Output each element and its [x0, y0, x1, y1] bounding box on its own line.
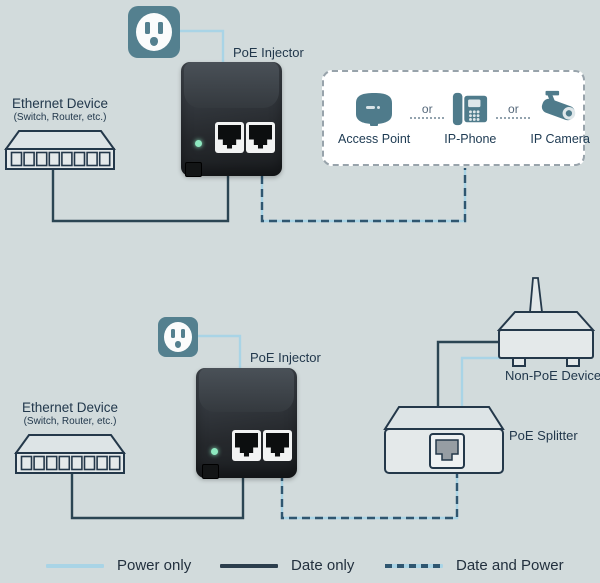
- status-led: [211, 448, 218, 455]
- ip-camera-icon: [542, 90, 576, 121]
- poe-injector-device: [196, 368, 297, 479]
- non-poe-device-icon: [497, 277, 595, 367]
- switch-icon: [14, 434, 126, 474]
- ip-camera-item: IP Camera: [530, 90, 590, 146]
- ethernet-device-title: Ethernet Device: [21, 400, 119, 415]
- access-point-item: Access Point: [338, 90, 410, 146]
- legend-data-only: Date only: [220, 557, 354, 574]
- outlet-slot: [181, 329, 185, 338]
- or-separator: or: [496, 101, 531, 119]
- ethernet-device-subtitle: (Switch, Router, etc.): [13, 112, 107, 123]
- access-point-label: Access Point: [338, 132, 411, 146]
- or-separator: or: [410, 101, 445, 119]
- rj45-port: [246, 122, 275, 153]
- ip-camera-label: IP Camera: [530, 132, 590, 146]
- switch-icon: [4, 130, 116, 170]
- outlet-slot: [145, 22, 150, 34]
- powered-devices-box: Access Point or IP-Phone or: [322, 70, 590, 166]
- access-point-icon: [356, 93, 393, 126]
- legend-data-power-label: Date and Power: [456, 557, 564, 574]
- dotted-divider: [496, 116, 531, 119]
- rj45-jack: [266, 433, 289, 457]
- top-data-power-line: [260, 163, 467, 223]
- top-power-line: [180, 29, 225, 64]
- poe-injector-label: PoE Injector: [233, 45, 304, 60]
- poe-injector-device: [181, 62, 282, 177]
- power-line-sample: [46, 563, 104, 568]
- legend-power-label: Power only: [117, 557, 192, 574]
- ip-phone-icon: [453, 92, 488, 126]
- rj45-port: [232, 430, 261, 461]
- or-text: or: [421, 101, 433, 116]
- ethernet-device-title: Ethernet Device: [11, 96, 109, 111]
- poe-splitter-label: PoE Splitter: [509, 428, 578, 443]
- poe-injector-label: PoE Injector: [250, 350, 321, 365]
- ip-phone-label: IP-Phone: [444, 132, 497, 146]
- ethernet-device-top: Ethernet Device (Switch, Router, etc.): [4, 96, 116, 171]
- outlet-ground-hole: [175, 341, 181, 348]
- power-outlet-icon: [128, 6, 180, 58]
- or-text: or: [508, 101, 519, 116]
- outlet-slot: [171, 329, 175, 338]
- power-outlet-icon: [158, 317, 198, 357]
- dotted-divider: [410, 116, 445, 119]
- top-data-power-line-base: [260, 163, 467, 223]
- top-data-line: [51, 165, 230, 223]
- ethernet-device-subtitle: (Switch, Router, etc.): [23, 416, 117, 427]
- rj45-jack: [218, 125, 241, 149]
- splitter-data-line: [436, 340, 512, 413]
- data-line-sample: [220, 563, 278, 568]
- rj45-port: [263, 430, 292, 461]
- dc-connector: [185, 162, 202, 177]
- ip-phone-item: IP-Phone: [444, 90, 496, 146]
- splitter-power-line: [460, 356, 512, 416]
- outlet-ground-hole: [150, 37, 158, 46]
- dc-connector: [202, 464, 219, 479]
- poe-splitter-icon: [383, 406, 505, 474]
- legend-data-and-power: Date and Power: [385, 557, 564, 574]
- bottom-data-line: [70, 460, 245, 520]
- non-poe-device-label: Non-PoE Device: [505, 368, 600, 383]
- rj45-jack: [249, 125, 272, 149]
- legend-data-label: Date only: [291, 557, 355, 574]
- legend-power-only: Power only: [46, 557, 191, 574]
- bottom-data-power-line: [280, 460, 459, 520]
- bottom-power-line: [197, 334, 242, 368]
- rj45-jack: [235, 433, 258, 457]
- outlet-slot: [158, 22, 163, 34]
- status-led: [195, 140, 202, 147]
- data-power-line-sample: [385, 563, 443, 568]
- rj45-port: [215, 122, 244, 153]
- ethernet-device-bottom: Ethernet Device (Switch, Router, etc.): [14, 400, 126, 475]
